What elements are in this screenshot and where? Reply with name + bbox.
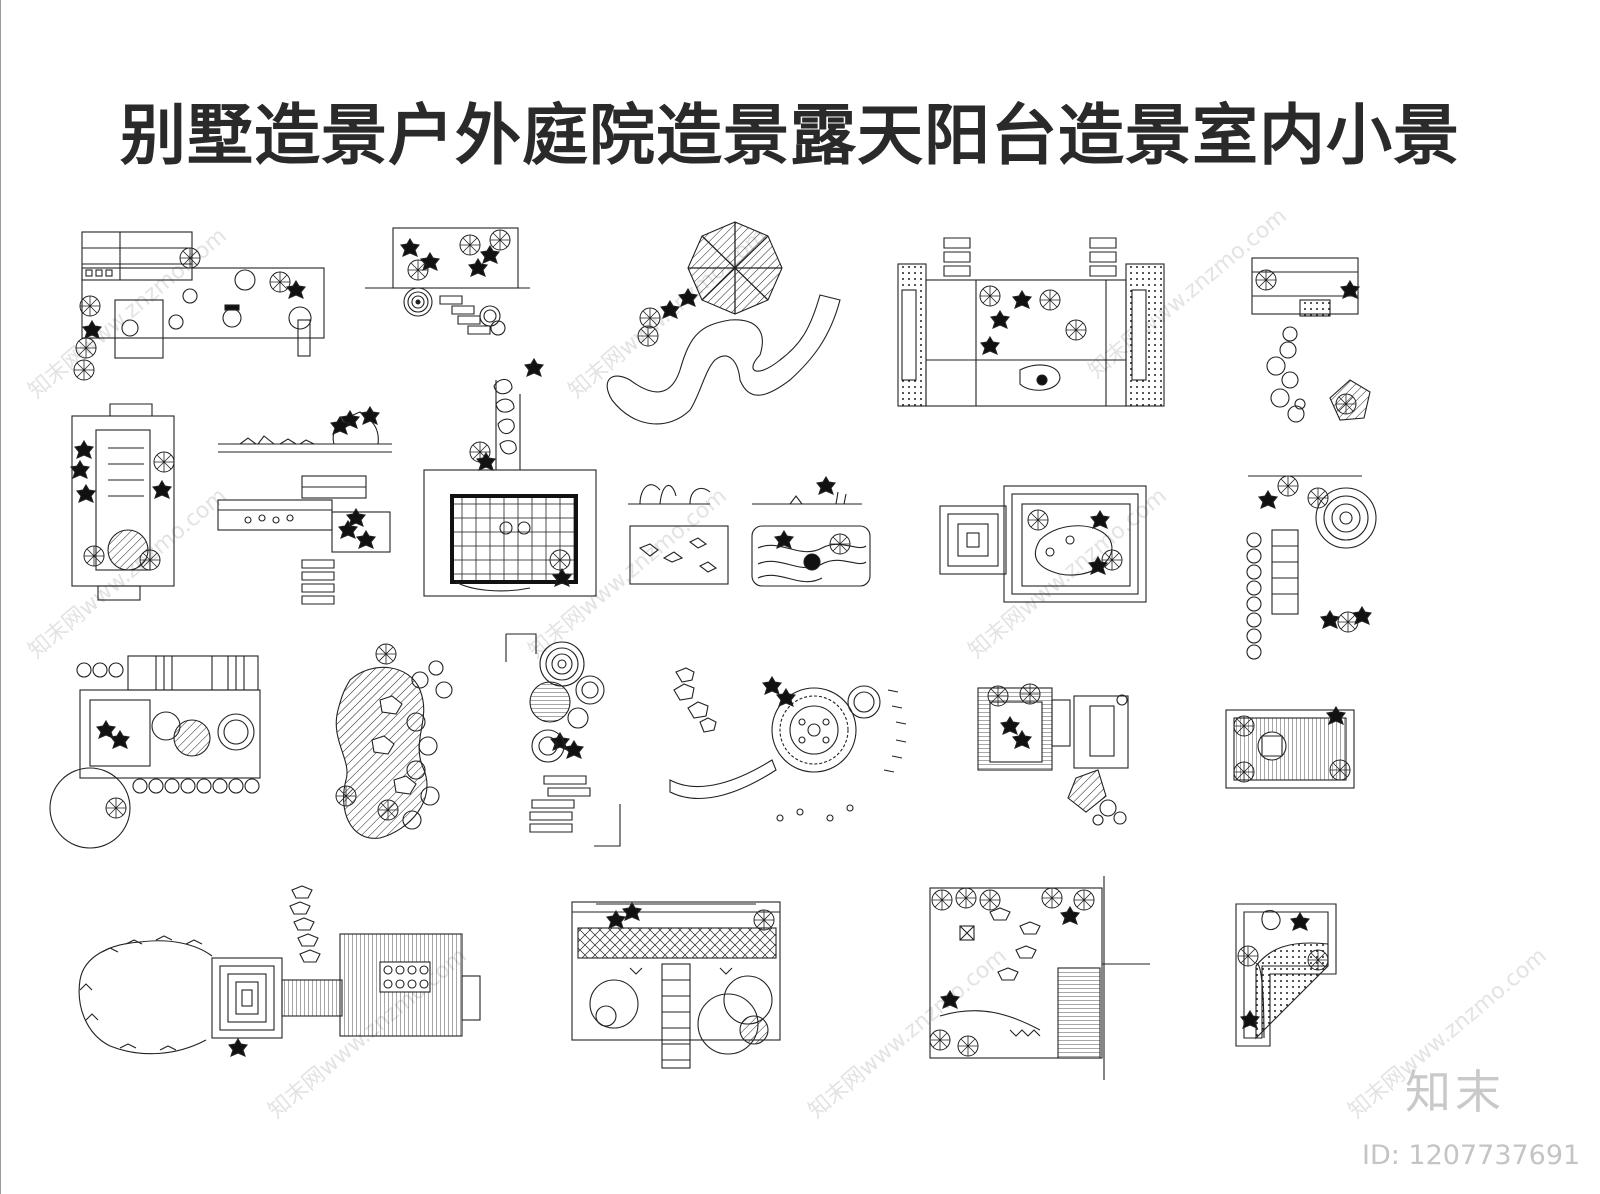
plan-round-plaza-15 xyxy=(669,667,907,822)
watermark-id: ID: 1207737691 xyxy=(1362,1140,1581,1171)
plan-rockery-elevation-7 xyxy=(217,406,392,605)
plan-villa-garden-1 xyxy=(73,231,325,381)
plan-rear-garden-20 xyxy=(929,876,1150,1080)
plan-courtyard-2 xyxy=(365,227,530,336)
sheet-border xyxy=(0,0,1,1194)
plan-pond-deck-18 xyxy=(78,885,481,1057)
plan-round-patio-11 xyxy=(1246,475,1377,660)
watermark-logo: 知末 xyxy=(1405,1065,1505,1119)
plan-garden-court-19 xyxy=(571,901,781,1069)
plan-pavilion-path-3 xyxy=(606,221,841,425)
plan-deck-garden-16 xyxy=(977,683,1129,826)
plan-corner-balcony-21 xyxy=(1235,903,1337,1047)
plan-rock-garden-9 xyxy=(628,476,871,587)
plan-symmetric-garden-4 xyxy=(897,237,1165,407)
plan-courtyard-12 xyxy=(49,655,261,849)
plan-small-balcony-17 xyxy=(1225,706,1355,789)
plan-grid-pool-8 xyxy=(423,358,597,597)
plan-planter-steps-14 xyxy=(505,633,621,847)
plan-stone-garden-13 xyxy=(335,643,453,839)
plan-narrow-yard-6 xyxy=(70,403,175,601)
plan-balcony-5 xyxy=(1251,257,1371,423)
plan-terrace-10 xyxy=(939,485,1147,603)
page-title: 别墅造景户外庭院造景露天阳台造景室内小景 xyxy=(120,96,1460,174)
